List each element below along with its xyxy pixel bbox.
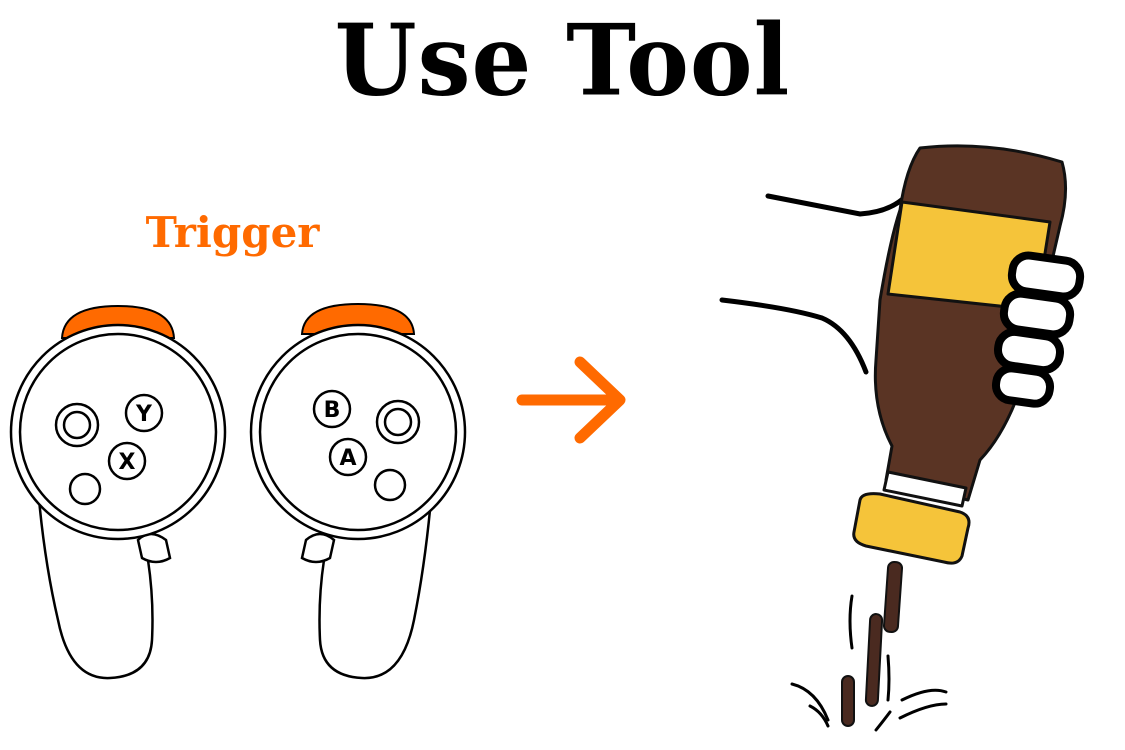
y-button-label: Y [135, 402, 153, 427]
x-button: X [107, 441, 147, 481]
splash-lines [790, 594, 948, 732]
b-button-label: B [324, 398, 341, 423]
liquid-stream [841, 561, 904, 727]
y-button: Y [124, 393, 164, 433]
right-controller-icon: B A [249, 302, 467, 680]
arrow-right-icon [516, 356, 626, 444]
arm-lines [719, 193, 909, 375]
trigger-label: Trigger [145, 208, 320, 257]
left-controller-icon: Y X [9, 304, 227, 680]
hand-icon [991, 251, 1085, 408]
b-button: B [312, 389, 352, 429]
x-button-label: X [119, 450, 136, 475]
a-button: A [328, 437, 368, 477]
page-title: Use Tool [334, 3, 791, 119]
a-button-label: A [339, 446, 356, 471]
